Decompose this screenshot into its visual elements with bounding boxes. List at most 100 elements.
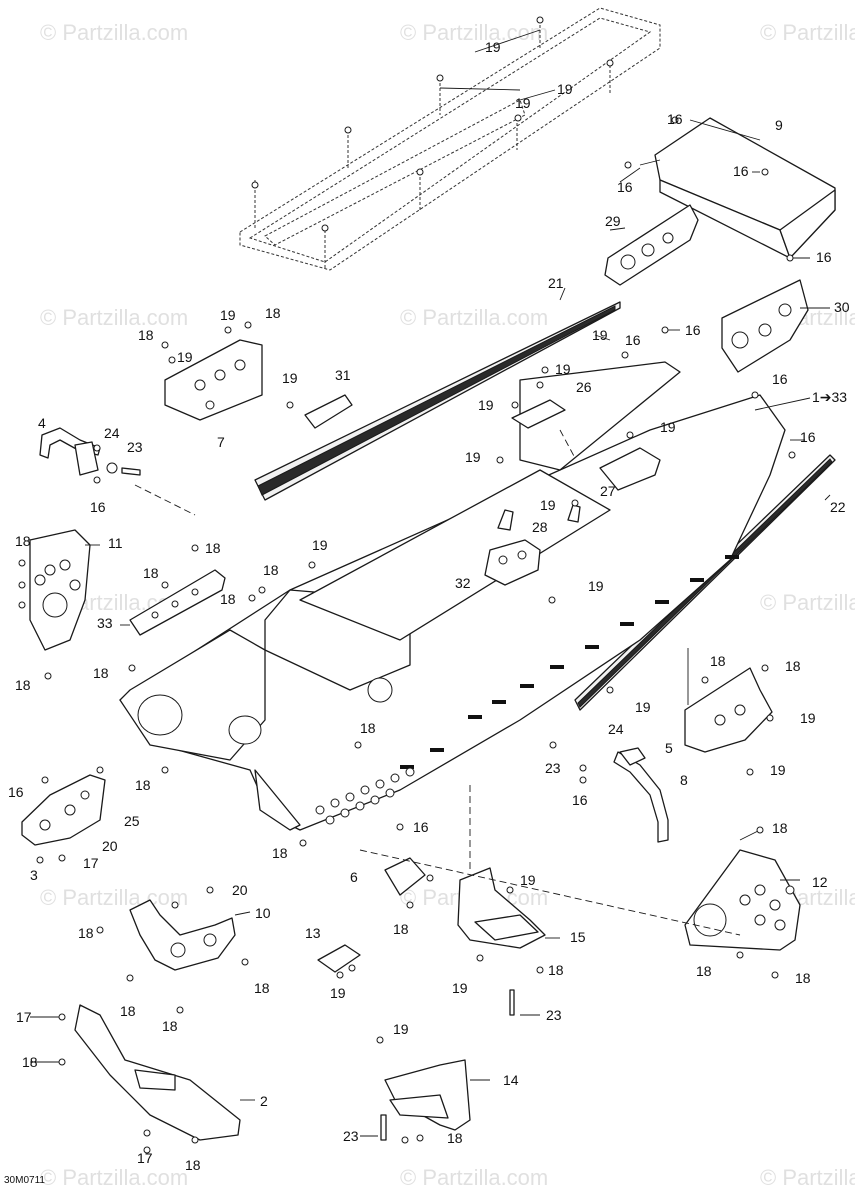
callout-18: 18 <box>795 970 811 986</box>
callout-19: 19 <box>515 95 531 111</box>
part-10 <box>129 899 236 971</box>
callout-18: 18 <box>447 1130 463 1146</box>
part-27 <box>599 447 661 491</box>
callout-24: 24 <box>104 425 120 441</box>
callout-2: 2 <box>260 1093 268 1109</box>
callout-18: 18 <box>93 665 109 681</box>
callout-19: 19 <box>220 307 236 323</box>
callout-16: 16 <box>667 111 683 127</box>
part-6 <box>384 857 426 896</box>
callout-19: 19 <box>282 370 298 386</box>
callout-18: 18 <box>265 305 281 321</box>
callout-19: 19 <box>660 419 676 435</box>
watermark: © Partzilla.com <box>400 305 548 330</box>
callout-14: 14 <box>503 1072 519 1088</box>
washer-bolt-24-23 <box>106 462 141 476</box>
callout-17: 17 <box>16 1009 32 1025</box>
callout-18: 18 <box>143 565 159 581</box>
callout-18: 18 <box>263 562 279 578</box>
callout-25: 25 <box>124 813 140 829</box>
callout-13: 13 <box>305 925 321 941</box>
part-5-pipe <box>613 747 669 843</box>
callout-19: 19 <box>800 710 816 726</box>
callout-23: 23 <box>343 1128 359 1144</box>
watermark: © Partzilla.com <box>400 1165 548 1189</box>
callout-21: 21 <box>548 275 564 291</box>
callout-16: 16 <box>8 784 24 800</box>
callout-16: 16 <box>625 332 641 348</box>
callout-18: 18 <box>360 720 376 736</box>
callout-19: 19 <box>393 1021 409 1037</box>
callout-4: 4 <box>38 415 46 431</box>
callout-7: 7 <box>217 434 225 450</box>
callout-19: 19 <box>520 872 536 888</box>
callout-5: 5 <box>665 740 673 756</box>
part-25 <box>21 774 106 846</box>
callout-18: 18 <box>138 327 154 343</box>
part-28 <box>497 504 581 531</box>
callout-15: 15 <box>570 929 586 945</box>
callout-10: 10 <box>255 905 271 921</box>
callout-18: 18 <box>205 540 221 556</box>
watermark: © Partzilla.com <box>40 305 188 330</box>
watermark: © Partzilla.com <box>760 1165 855 1189</box>
callout-6: 6 <box>350 869 358 885</box>
callout-18: 18 <box>710 653 726 669</box>
main-tunnel <box>119 361 786 831</box>
callout-28: 28 <box>532 519 548 535</box>
callout-18: 18 <box>22 1054 38 1070</box>
callout-16: 16 <box>816 249 832 265</box>
callout-18: 18 <box>15 677 31 693</box>
callout-19: 19 <box>478 397 494 413</box>
callout-18: 18 <box>254 980 270 996</box>
callout-29: 29 <box>605 213 621 229</box>
callout-22: 22 <box>830 499 846 515</box>
callout-31: 31 <box>335 367 351 383</box>
callout-18: 18 <box>78 925 94 941</box>
callout-23: 23 <box>546 1007 562 1023</box>
watermark-group: © Partzilla.com © Partzilla.com © Partzi… <box>40 20 855 1189</box>
callout-23: 23 <box>127 439 143 455</box>
callout-18: 18 <box>548 962 564 978</box>
callout-18: 18 <box>393 921 409 937</box>
callout-19: 19 <box>770 762 786 778</box>
callout-18: 18 <box>696 963 712 979</box>
watermark: © Partzilla.com <box>40 1165 188 1189</box>
callout-18: 18 <box>162 1018 178 1034</box>
callout-18: 18 <box>220 591 236 607</box>
watermark: © Partzilla.com <box>760 590 855 615</box>
callout-20: 20 <box>102 838 118 854</box>
callout-19: 19 <box>588 578 604 594</box>
callout-16: 16 <box>800 429 816 445</box>
callout-19: 19 <box>485 39 501 55</box>
callout-16: 16 <box>772 371 788 387</box>
callout-17: 17 <box>137 1150 153 1166</box>
callout-16: 16 <box>617 179 633 195</box>
callout-18: 18 <box>120 1003 136 1019</box>
part-8 <box>684 667 773 753</box>
callout-16: 16 <box>90 499 106 515</box>
watermark: © Partzilla.com <box>760 20 855 45</box>
part-32 <box>484 539 541 586</box>
part-33 <box>129 569 226 636</box>
leader-lines <box>30 29 831 1137</box>
part-2 <box>74 1004 241 1141</box>
callout-3: 3 <box>30 867 38 883</box>
callout-19: 19 <box>555 361 571 377</box>
part-26 <box>511 399 566 429</box>
callout-19: 19 <box>465 449 481 465</box>
part-21-rail <box>254 301 621 501</box>
callout-18: 18 <box>785 658 801 674</box>
part-31 <box>304 394 353 429</box>
part-13 <box>317 944 361 973</box>
callout-8: 8 <box>680 772 688 788</box>
part-4-handle <box>39 427 101 476</box>
callout-24: 24 <box>608 721 624 737</box>
fasteners <box>18 16 796 1154</box>
callout-19: 19 <box>540 497 556 513</box>
part-30 <box>721 279 809 373</box>
callout-16: 16 <box>685 322 701 338</box>
callout-18: 18 <box>272 845 288 861</box>
callout-19: 19 <box>330 985 346 1001</box>
part-9-cover <box>654 117 836 259</box>
